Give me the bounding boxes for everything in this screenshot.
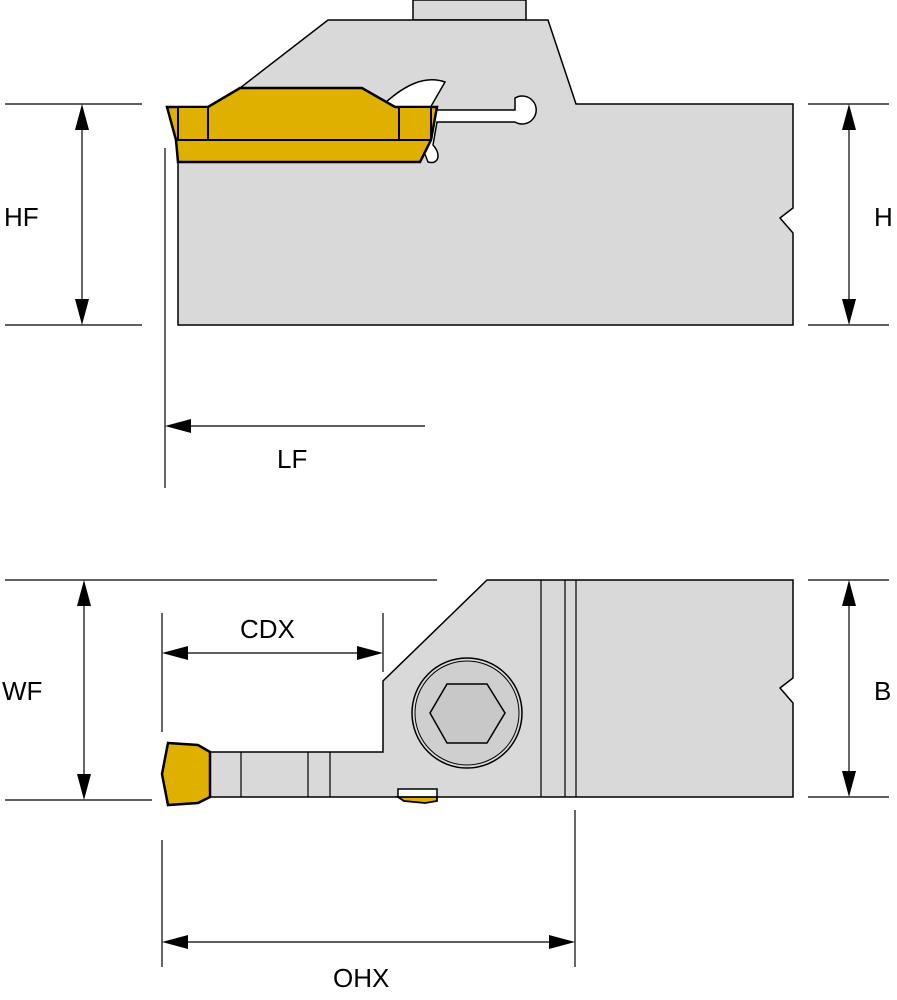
h-arrow-down: [842, 299, 856, 325]
wf-arrow-down: [77, 774, 91, 800]
insert-pocket-right: [398, 106, 432, 141]
clamp-screw-head: [412, 0, 527, 21]
label-cdx: CDX: [240, 614, 295, 644]
cdx-arrow-right: [357, 646, 383, 660]
plan-view: [160, 579, 794, 807]
hex-socket-icon: [429, 683, 506, 744]
lf-arrow-left: [165, 419, 191, 433]
hf-arrow-up: [75, 104, 89, 130]
plan-view-arrows: [77, 580, 856, 949]
label-ohx: OHX: [333, 963, 389, 993]
ohx-arrow-left: [162, 935, 188, 949]
wf-arrow-up: [77, 580, 91, 606]
label-b: B: [874, 676, 891, 706]
cutting-insert-plan: [160, 741, 212, 807]
ohx-arrow-right: [549, 935, 575, 949]
cutting-insert-side: [165, 86, 439, 164]
cdx-arrow-left: [162, 646, 188, 660]
b-arrow-up: [842, 580, 856, 606]
insert-tail-plan: [395, 796, 438, 804]
plan-view-dimensions: [5, 579, 889, 967]
label-hf: HF: [4, 202, 39, 232]
side-view: [165, 0, 794, 326]
side-view-dimensions: [5, 103, 889, 488]
insert-pocket-left: [177, 106, 209, 141]
h-arrow-up: [842, 104, 856, 130]
label-h: H: [874, 202, 893, 232]
side-view-arrows: [75, 104, 856, 433]
b-arrow-down: [842, 771, 856, 797]
hf-arrow-down: [75, 299, 89, 325]
label-wf: WF: [2, 676, 42, 706]
holder-body-side: [177, 19, 794, 326]
label-lf: LF: [277, 444, 307, 474]
